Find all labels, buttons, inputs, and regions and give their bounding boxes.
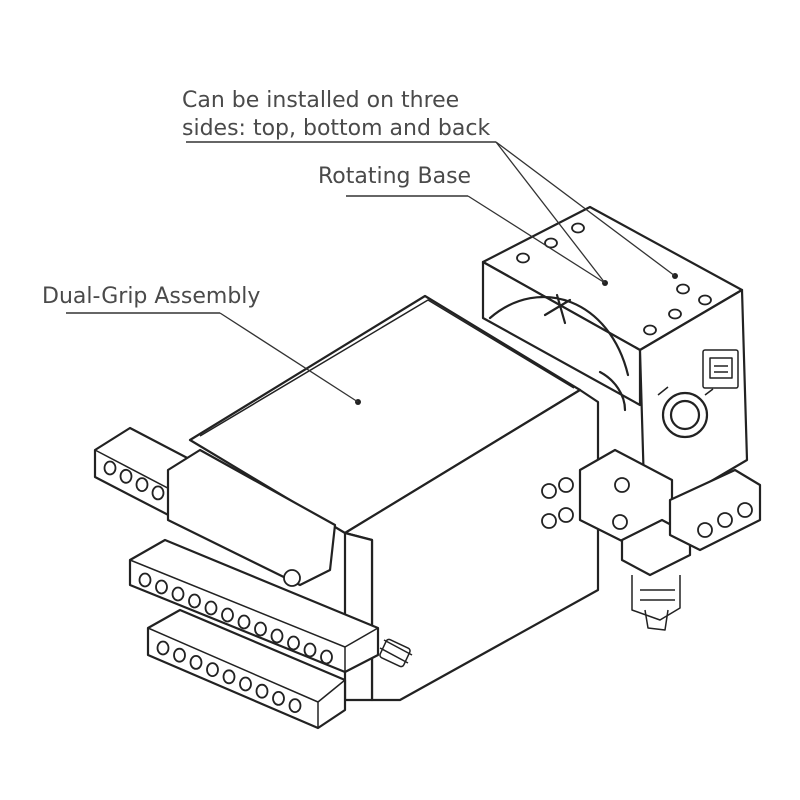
mounting-sides-label: Can be installed on three sides: top, bo… [182,87,490,143]
rail-bolt-hole [288,698,302,713]
rail-bolt-hole [188,593,201,609]
dual-grip-housing [188,294,600,702]
rail-bolt-hole [237,614,251,630]
grip-rails [93,426,380,730]
rail-bolt-hole [254,621,267,637]
rail-bolt-hole [255,683,269,699]
side-clamp [578,448,762,631]
mounting-label-line2: sides: top, bottom and back [182,116,491,141]
rail-bolt-hole [171,586,185,602]
rail-bolt-hole [272,691,285,706]
rail-bolt-hole [138,572,152,588]
rail-bolt-hole [151,485,165,501]
rail-bolt-hole [303,642,317,658]
rotating-base-block [481,205,749,522]
rail-bolt-hole [135,477,149,493]
dual-grip-assembly-label: Dual-Grip Assembly [42,284,261,309]
rail-bolt-hole [222,669,236,685]
mounting-leader [495,141,606,284]
rotating-base-leader [467,195,606,284]
rail-bolt-hole [206,662,219,677]
rail-bolt-hole [204,600,218,616]
rail-bolt-hole [189,655,203,670]
rail-bolt-hole [270,628,284,644]
rail-bolt-hole [119,468,133,484]
rotating-base-label: Rotating Base [318,164,472,189]
rail-bolt-hole [156,640,170,656]
rail-bolt-hole [287,635,300,651]
rail-bolt-hole [320,649,333,665]
rail-bolt-hole [155,579,168,595]
rail-bolt-hole [221,607,234,623]
rail-bolt-hole [239,676,252,692]
rail-bolt-hole [173,647,186,663]
callout-leaders [66,141,676,403]
mounting-label-line1: Can be installed on three [182,88,460,113]
rail-bolt-hole [103,460,117,476]
dual-grip-leader [219,312,359,403]
mounting-leader-2 [495,141,676,277]
